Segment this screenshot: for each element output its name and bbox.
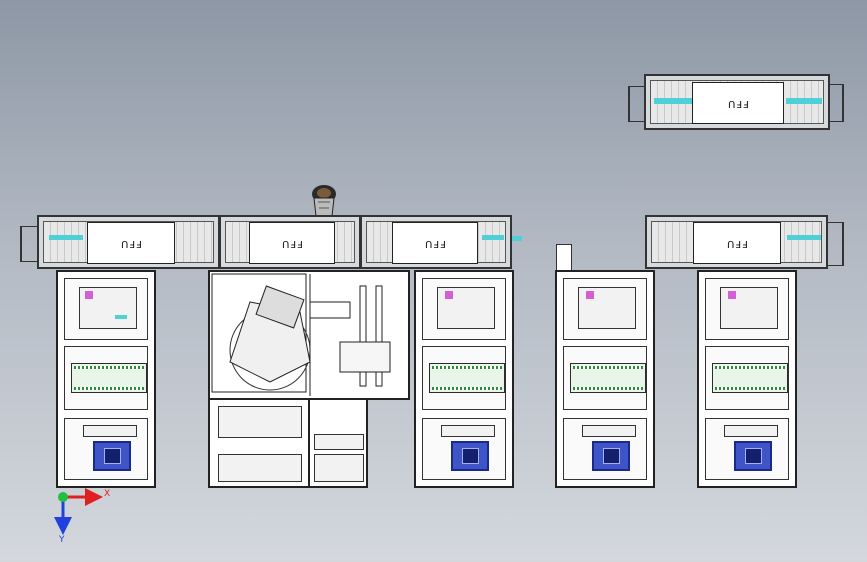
plc-module bbox=[563, 346, 647, 410]
motor-bracket bbox=[724, 425, 778, 437]
ffu-cyan-rail bbox=[49, 235, 83, 240]
plc-terminals bbox=[573, 387, 643, 390]
ffu-right-bracket bbox=[830, 84, 844, 122]
base-component bbox=[314, 454, 364, 482]
motor-core bbox=[744, 448, 762, 464]
ffu-unit-row-1[interactable]: FFU bbox=[37, 215, 220, 269]
motor-module bbox=[422, 418, 506, 480]
base-component bbox=[218, 406, 302, 438]
y-axis-label: Y bbox=[58, 535, 65, 544]
plc-terminals bbox=[715, 366, 785, 369]
motor-core bbox=[103, 448, 121, 464]
fixture-marker bbox=[586, 291, 594, 299]
servo-motor bbox=[734, 441, 772, 471]
plc-terminals bbox=[573, 366, 643, 369]
fixture-marker bbox=[728, 291, 736, 299]
robot-head-icon bbox=[312, 185, 336, 217]
servo-motor bbox=[592, 441, 630, 471]
station-cabinet-5[interactable] bbox=[697, 270, 797, 488]
servo-motor bbox=[451, 441, 489, 471]
ffu-filter-panel: FFU bbox=[249, 222, 335, 264]
motor-module bbox=[705, 418, 789, 480]
ffu-cyan-rail bbox=[482, 235, 504, 240]
ffu-filter-panel: FFU bbox=[87, 222, 175, 264]
motor-bracket bbox=[83, 425, 137, 437]
robot-cell[interactable] bbox=[208, 270, 410, 400]
station-cabinet-4[interactable] bbox=[555, 270, 655, 488]
plc-terminals bbox=[715, 387, 785, 390]
ffu-unit-row-4[interactable]: FFU bbox=[645, 215, 828, 269]
plc-module bbox=[422, 346, 506, 410]
ffu-cyan-rail bbox=[512, 236, 522, 241]
coordinate-triad-icon: X Y bbox=[54, 488, 110, 544]
ffu-cyan-rail bbox=[786, 98, 822, 104]
x-axis-label: X bbox=[104, 489, 110, 499]
plc-controller bbox=[429, 363, 505, 393]
motor-module bbox=[64, 418, 148, 480]
plc-terminals bbox=[432, 366, 502, 369]
fixture-sensor bbox=[115, 315, 127, 319]
plc-controller bbox=[712, 363, 788, 393]
ffu-unit-top-right[interactable]: FFU bbox=[644, 74, 830, 130]
plc-terminals bbox=[74, 366, 144, 369]
motor-bracket bbox=[441, 425, 495, 437]
ffu-filter-panel: FFU bbox=[692, 82, 784, 124]
robot-cell-base-left[interactable] bbox=[208, 398, 310, 488]
ffu-label: FFU bbox=[726, 237, 748, 249]
motor-core bbox=[602, 448, 620, 464]
robot-cell-base-right[interactable] bbox=[308, 398, 368, 488]
plc-module bbox=[705, 346, 789, 410]
ffu-left-bracket bbox=[20, 226, 39, 262]
top-fixture-module bbox=[422, 278, 506, 340]
base-component bbox=[314, 434, 364, 450]
plc-terminals bbox=[432, 387, 502, 390]
ffu-filter-panel: FFU bbox=[693, 222, 781, 264]
ffu-filter-panel: FFU bbox=[392, 222, 478, 264]
ffu-unit-row-2[interactable]: FFU bbox=[219, 215, 361, 269]
station-cabinet-3[interactable] bbox=[414, 270, 514, 488]
ffu-right-bracket bbox=[828, 222, 844, 266]
station-cabinet-1[interactable] bbox=[56, 270, 156, 488]
top-fixture-module bbox=[563, 278, 647, 340]
ffu-label: FFU bbox=[424, 237, 446, 249]
ffu-label: FFU bbox=[120, 237, 142, 249]
plc-controller bbox=[570, 363, 646, 393]
top-fixture-module bbox=[705, 278, 789, 340]
plc-module bbox=[64, 346, 148, 410]
top-fixture-module bbox=[64, 278, 148, 340]
plc-controller bbox=[71, 363, 147, 393]
fixture-mechanism bbox=[437, 287, 495, 329]
ffu-unit-row-3[interactable]: FFU bbox=[360, 215, 512, 269]
base-component bbox=[218, 454, 302, 482]
motor-core bbox=[461, 448, 479, 464]
fixture-marker bbox=[85, 291, 93, 299]
plc-terminals bbox=[74, 387, 144, 390]
motor-module bbox=[563, 418, 647, 480]
ffu-label: FFU bbox=[727, 97, 749, 109]
servo-motor bbox=[93, 441, 131, 471]
ffu-left-bracket bbox=[628, 86, 646, 122]
ffu-cyan-rail bbox=[787, 235, 821, 240]
robot-arm-assembly bbox=[211, 273, 391, 396]
fixture-marker bbox=[445, 291, 453, 299]
motor-bracket bbox=[582, 425, 636, 437]
ffu-label: FFU bbox=[281, 237, 303, 249]
ffu-cyan-rail bbox=[654, 98, 694, 104]
